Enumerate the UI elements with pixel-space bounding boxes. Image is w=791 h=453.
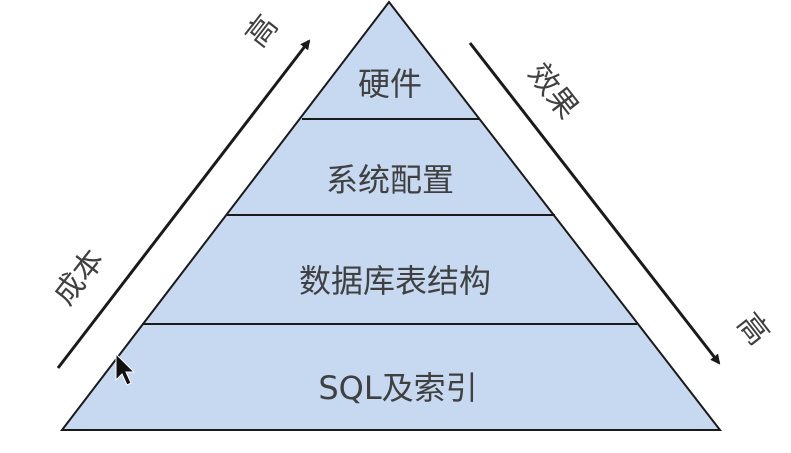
level-label-system-config: 系统配置 — [326, 161, 454, 199]
left-axis-label-group: 成本 — [47, 243, 112, 312]
right-axis-label: 效果 — [521, 57, 586, 126]
left-axis-label: 成本 — [47, 243, 112, 312]
level-label-table-structure: 数据库表结构 — [299, 262, 491, 300]
right-axis-end-label-group: 高 — [730, 307, 776, 352]
right-effect-arrow — [468, 42, 721, 365]
mouse-cursor-icon — [115, 352, 136, 386]
level-label-sql-index: SQL及索引 — [318, 369, 477, 407]
level-label-hardware: 硬件 — [358, 65, 422, 103]
right-axis-end-label: 高 — [730, 307, 776, 352]
left-cost-arrow — [56, 39, 311, 369]
left-axis-end-label-group: 高 — [239, 9, 285, 54]
left-axis-end-label: 高 — [239, 9, 285, 54]
right-axis-label-group: 效果 — [521, 57, 586, 126]
